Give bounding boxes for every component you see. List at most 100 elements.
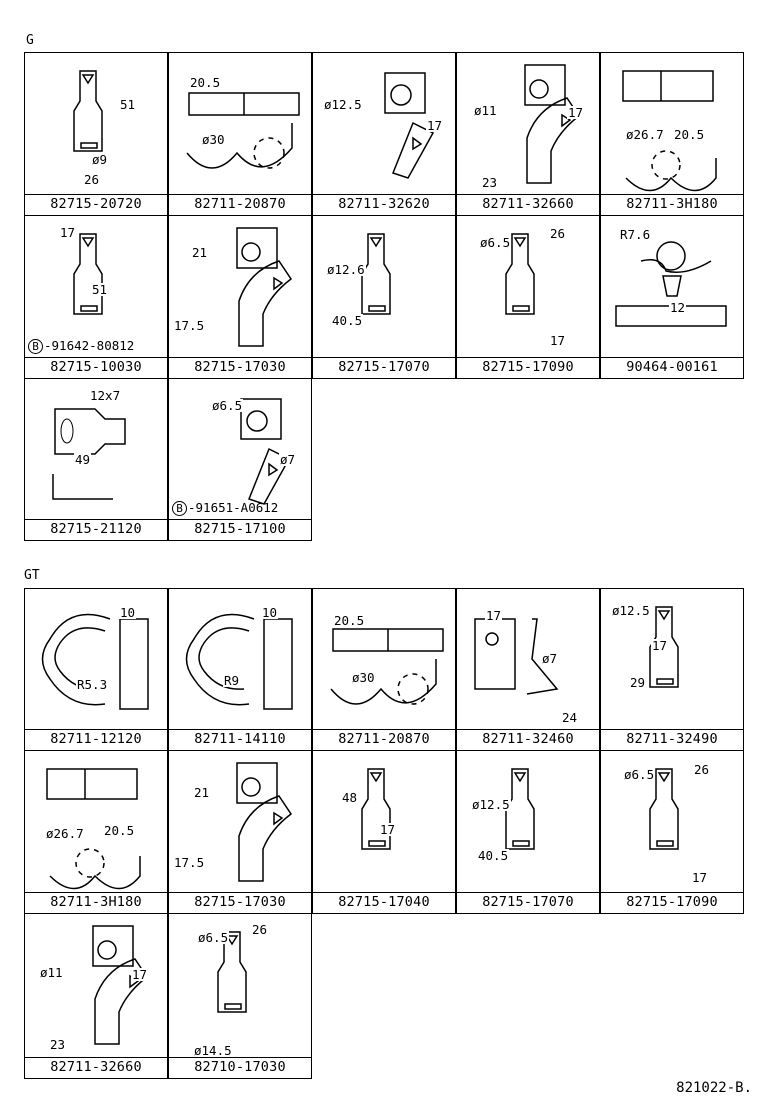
part-illustration	[185, 613, 293, 710]
part-illustration	[361, 768, 391, 850]
dimension-label: 12x7	[89, 388, 122, 403]
dimension-label: ø12.6	[326, 262, 366, 277]
part-number[interactable]: 82711-14110	[169, 729, 311, 750]
dimension-label: ø30	[201, 132, 226, 147]
part-cell[interactable]: ø26.7 20.5 82711-3H180	[24, 750, 168, 914]
part-number[interactable]: 82711-3H180	[25, 892, 167, 913]
dimension-label: 12	[669, 300, 687, 315]
dimension-label: 51	[119, 97, 137, 112]
dimension-label: ø12.5	[611, 603, 651, 618]
diagram-code: 821022-B.	[676, 1080, 752, 1096]
part-illustration	[73, 70, 103, 152]
sub-part-label: -91651-A0612	[188, 500, 279, 515]
part-number[interactable]: 82711-32660	[457, 194, 599, 215]
dimension-label: 17	[426, 118, 444, 133]
dimension-label: ø14.5	[193, 1043, 233, 1058]
part-number[interactable]: 82715-17030	[169, 357, 311, 378]
sub-part-number: B-91651-A0612	[172, 500, 278, 516]
dimension-label: 17.5	[173, 318, 206, 333]
part-number[interactable]: 82715-17070	[457, 892, 599, 913]
dimension-label: 17	[549, 333, 567, 348]
part-number[interactable]: 82715-21120	[25, 519, 167, 540]
dimension-label: ø26.7	[45, 826, 85, 841]
part-number[interactable]: 82711-32660	[25, 1057, 167, 1078]
bolt-mark-icon: B	[172, 501, 187, 516]
part-illustration	[46, 768, 141, 890]
part-number[interactable]: 82711-20870	[169, 194, 311, 215]
dimension-label: 40.5	[477, 848, 510, 863]
part-number[interactable]: 82715-17090	[457, 357, 599, 378]
part-number[interactable]: 82715-17100	[169, 519, 311, 540]
part-illustration	[384, 72, 435, 179]
part-number[interactable]: 82711-32490	[601, 729, 743, 750]
part-number[interactable]: 82715-17070	[313, 357, 455, 378]
part-number[interactable]: 82715-17090	[601, 892, 743, 913]
part-cell[interactable]: ø12.5 17 82711-32620	[312, 52, 456, 216]
dimension-label: 20.5	[103, 823, 136, 838]
part-number[interactable]: 82715-17040	[313, 892, 455, 913]
dimension-label: 20.5	[333, 613, 366, 628]
part-illustration	[217, 931, 247, 1013]
part-cell[interactable]: ø12.5 40.5 82715-17070	[456, 750, 600, 914]
part-illustration	[622, 70, 717, 192]
dimension-label: ø6.5	[479, 235, 512, 250]
part-illustration	[505, 233, 535, 315]
dimension-label: 23	[49, 1037, 67, 1052]
part-number[interactable]: 82711-32620	[313, 194, 455, 215]
part-cell[interactable]: R7.6 12 90464-00161	[600, 215, 744, 379]
dimension-label: 26	[693, 762, 711, 777]
dimension-label: 20.5	[673, 127, 706, 142]
dimension-label: ø11	[39, 965, 64, 980]
part-illustration	[474, 618, 559, 695]
part-number[interactable]: 82711-12120	[25, 729, 167, 750]
bolt-mark-icon: B	[28, 339, 43, 354]
dimension-label: 17	[379, 822, 397, 837]
dimension-label: ø7	[279, 452, 297, 467]
part-number[interactable]: 82711-3H180	[601, 194, 743, 215]
part-number[interactable]: 82711-32460	[457, 729, 599, 750]
sub-part-label: -91642-80812	[44, 338, 135, 353]
dimension-label: ø11	[473, 103, 498, 118]
dimension-label: 29	[629, 675, 647, 690]
part-cell[interactable]: ø26.7 20.5 82711-3H180	[600, 52, 744, 216]
part-illustration	[236, 227, 293, 347]
part-illustration	[52, 408, 126, 500]
dimension-label: 23	[481, 175, 499, 190]
part-number[interactable]: 82715-20720	[25, 194, 167, 215]
dimension-label: ø12.5	[323, 97, 363, 112]
dimension-label: ø7	[541, 651, 559, 666]
dimension-label: R7.6	[619, 227, 652, 242]
dimension-label: ø12.5	[471, 797, 511, 812]
part-number[interactable]: 82715-17030	[169, 892, 311, 913]
dimension-label: R9	[223, 673, 241, 688]
dimension-label: ø26.7	[625, 127, 665, 142]
dimension-label: 17	[59, 225, 77, 240]
part-illustration	[186, 92, 300, 169]
part-number[interactable]: 82710-17030	[169, 1057, 311, 1078]
dimension-label: 17.5	[173, 855, 206, 870]
part-number[interactable]: 90464-00161	[601, 357, 743, 378]
part-number[interactable]: 82715-10030	[25, 357, 167, 378]
part-number[interactable]: 82711-20870	[313, 729, 455, 750]
dimension-label: ø6.5	[197, 930, 230, 945]
dimension-label: 10	[261, 605, 279, 620]
